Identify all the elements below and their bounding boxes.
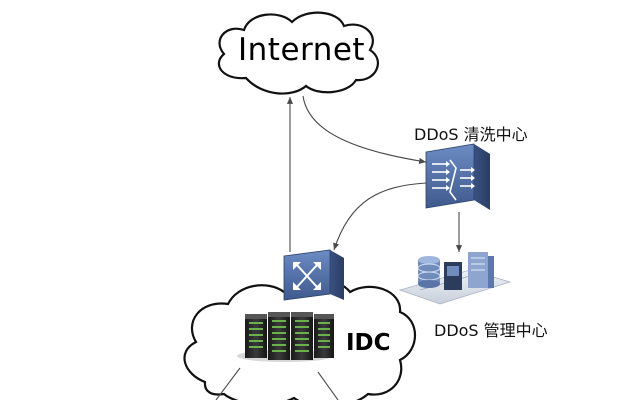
internet-to-scrubbing-line <box>302 95 427 164</box>
server-rack-icon <box>245 314 267 358</box>
server-rack-icon <box>291 312 313 360</box>
management-center-label: DDoS 管理中心 <box>434 321 548 340</box>
server-cluster-icon <box>237 312 334 362</box>
internet-cloud-icon <box>217 11 379 95</box>
idc-downlink-right <box>317 371 339 400</box>
server-rack-icon <box>268 312 290 360</box>
idc-label: IDC <box>346 330 391 356</box>
connection-lines <box>215 95 463 400</box>
router-icon <box>283 249 344 301</box>
internet-label: Internet <box>238 32 366 68</box>
idc-downlink-left <box>215 367 241 400</box>
scrubbing-to-router-line <box>333 182 427 251</box>
server-rack-icon <box>314 314 334 358</box>
database-stack-icon <box>417 256 441 288</box>
scrubbing-device-icon <box>425 143 490 210</box>
management-server-icon <box>398 252 512 305</box>
scrubbing-center-label: DDoS 清洗中心 <box>414 125 528 144</box>
